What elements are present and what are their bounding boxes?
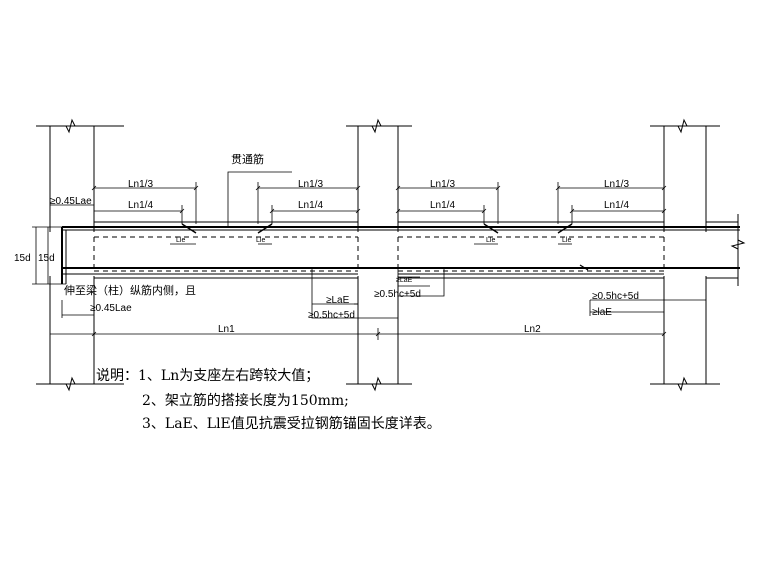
label-span-ln2: Ln2 bbox=[524, 324, 541, 335]
through-bar-leader bbox=[227, 171, 292, 227]
label-ln1-quarter-3: Ln1/4 bbox=[430, 200, 455, 211]
label-ln1-third-4: Ln1/3 bbox=[604, 179, 629, 190]
span-dimension-lines bbox=[50, 328, 667, 340]
label-hc-right: ≥0.5hc+5d bbox=[592, 291, 639, 302]
label-hc-middle-right: ≥0.5hc+5d bbox=[374, 289, 421, 300]
label-15d-outer: 15d bbox=[14, 253, 31, 264]
label-hc-middle-left: ≥0.5hc+5d bbox=[308, 310, 355, 321]
note-line-1: 说明：1、Ln为支座左右跨较大值； bbox=[96, 368, 319, 384]
label-span-ln1: Ln1 bbox=[218, 324, 235, 335]
dimension-lines-top bbox=[91, 182, 667, 224]
label-ln1-third-3: Ln1/3 bbox=[430, 179, 455, 190]
label-ln1-quarter-4: Ln1/4 bbox=[604, 200, 629, 211]
label-ln1-quarter-1: Ln1/4 bbox=[128, 200, 153, 211]
label-045lae-bottom: ≥0.45Lae bbox=[90, 303, 132, 314]
note-line-3: 3、LaE、LlE值见抗震受拉钢筋锚固长度详表。 bbox=[142, 415, 441, 432]
label-lae-middle: ≥LaE bbox=[326, 295, 350, 306]
right-anchorage-dims bbox=[589, 299, 706, 316]
label-045lae-top: ≥0.45Lae bbox=[50, 196, 92, 207]
label-lle-3: Lle bbox=[486, 237, 495, 244]
column-right bbox=[650, 118, 720, 392]
label-extend-note: 伸至梁（柱）纵筋内侧，且 bbox=[64, 283, 196, 297]
label-ln1-third-1: Ln1/3 bbox=[128, 179, 153, 190]
column-middle bbox=[346, 118, 412, 392]
erection-bars-dashed bbox=[93, 236, 665, 272]
top-through-bars bbox=[61, 226, 740, 284]
middle-anchorage-dims bbox=[311, 268, 445, 319]
label-lle-1: Lle bbox=[176, 237, 185, 244]
label-ln1-quarter-2: Ln1/4 bbox=[298, 200, 323, 211]
through-bar-label: 贯通筋 bbox=[231, 152, 264, 166]
dim-15d-lines bbox=[32, 226, 66, 285]
note-line-2: 2、架立筋的搭接长度为150mm; bbox=[142, 392, 349, 409]
erection-bar-laps bbox=[181, 223, 573, 234]
label-15d-inner: 15d bbox=[38, 253, 55, 264]
label-lle-4: Lle bbox=[562, 237, 571, 244]
bottom-bars bbox=[62, 264, 740, 275]
beam-outline bbox=[94, 214, 746, 286]
dim-045lae-lines bbox=[49, 204, 94, 318]
label-lae-right: ≥laE bbox=[592, 307, 612, 318]
label-ln1-third-2: Ln1/3 bbox=[298, 179, 323, 190]
label-lle-2: Lle bbox=[256, 237, 265, 244]
label-lae-small: ≥LaE bbox=[396, 277, 413, 284]
